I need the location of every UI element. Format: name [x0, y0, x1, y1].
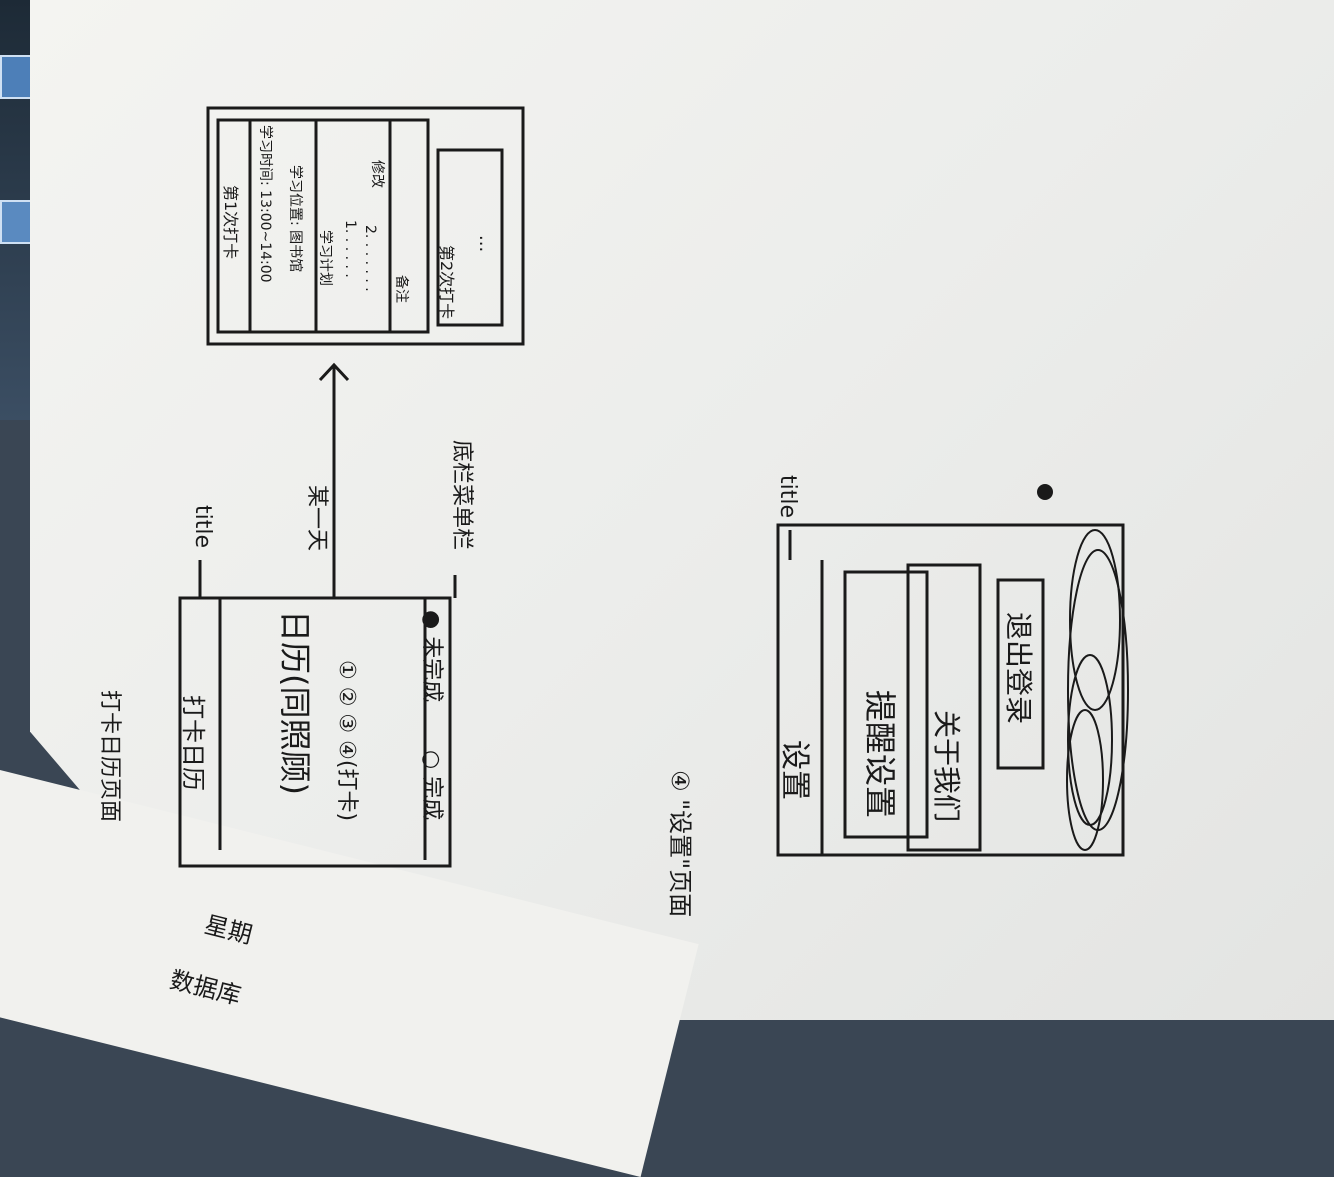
detail-item1-note: 备注: [393, 275, 409, 303]
calendar-dots-text: ① ② ③ ④(打卡): [334, 660, 359, 822]
settings-about-button[interactable]: 关于我们: [930, 710, 963, 823]
detail-item1-time: 学习时间: 13:00~14:00: [257, 125, 273, 283]
calendar-text: 日历(同照顾): [276, 610, 314, 795]
detail-item1-edit[interactable]: 修改: [369, 160, 385, 188]
settings-logout-button[interactable]: 退出登录: [1002, 612, 1035, 725]
settings-reminder-button[interactable]: 提醒设置: [861, 690, 899, 819]
footer-incomplete-label: ● 未完成: [419, 610, 444, 703]
detail-item1-place: 学习位置: 图书馆: [287, 165, 303, 273]
annotation-title: title: [190, 505, 215, 549]
detail-item1-list2: 2. . . . . . .: [362, 225, 378, 292]
section-label-calendar: 打卡日历页面: [97, 690, 122, 823]
detail-item1-title: 第1次打卡: [221, 185, 240, 260]
detail-item2-title: 第2次打卡: [437, 245, 456, 320]
annotation-bottom-menu: 底栏菜单栏: [449, 440, 474, 551]
sketch-lines: [178, 106, 1129, 868]
detail-item1-plan: 学习计划: [317, 230, 333, 286]
settings-header: 设置: [777, 740, 812, 800]
annotation-click-day: 某一天: [304, 485, 329, 552]
section-label-settings: ④ "设置"页面: [666, 770, 694, 918]
detail-item1-list1: 1. . . . . .: [342, 220, 358, 278]
detail-item2-more: ...: [475, 235, 496, 253]
footer-complete-label: ○ 完成: [419, 750, 444, 821]
tab-label-calendar: 打卡日历: [179, 695, 207, 791]
annotation-settings-title: title: [775, 475, 800, 519]
